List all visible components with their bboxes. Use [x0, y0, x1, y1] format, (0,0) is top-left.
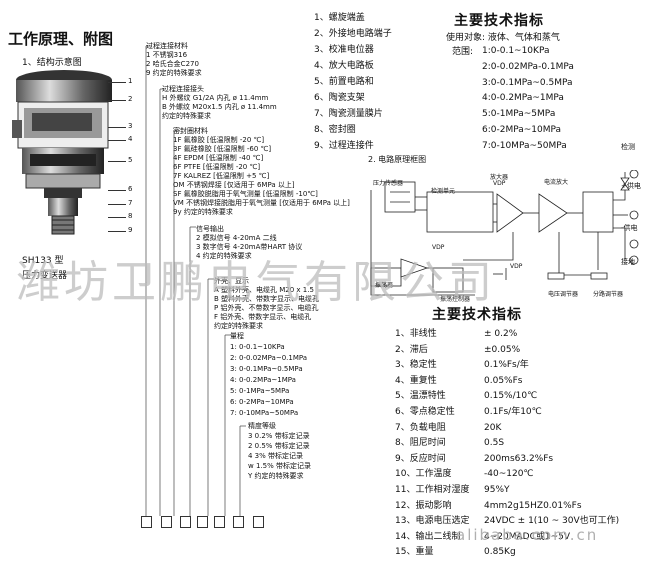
part-callout-leader: [108, 82, 126, 83]
ordering-code-tree-lines: [145, 45, 246, 516]
label-sensor: 压力传感器: [373, 180, 404, 187]
model-name: 压力变送器: [22, 271, 68, 281]
code-box-3: [180, 516, 191, 528]
label-amp: 放大器: [490, 174, 509, 181]
spec-values: ± 0.2% ±0.05% 0.1%Fs/年 0.05%Fs 0.15%/10℃…: [484, 329, 620, 558]
part-callout-leader: [108, 140, 126, 141]
label-vdp2: VDP: [432, 244, 445, 251]
part-callout-8: 8: [128, 212, 133, 220]
code-box-6: [233, 516, 244, 528]
part-callout-leader: [108, 161, 126, 162]
group6: 量程 1: 0-0.1~10KPa 2: 0-0.02MPa~0.1MPa 3:…: [230, 332, 308, 417]
parts-list: 1、螺旋端盖 2、外接地电路端子 3、校准电位器 4、放大电路板 5、前置电路和…: [314, 13, 392, 151]
label-zero: 分路调节器: [593, 291, 624, 298]
part-callout-leader: [108, 217, 126, 218]
group2: 过程连接接头 H 外螺纹 G1/2A 内孔 ø 11.4mm B 外螺纹 M20…: [162, 85, 277, 120]
label-vdp3: VDP: [510, 263, 523, 270]
label-supply-neg: -供电: [621, 224, 638, 232]
part-callout-leader: [108, 204, 126, 205]
label-oscillator: 振荡器: [375, 282, 394, 289]
range-label: 范围:: [452, 47, 474, 57]
code-box-4: [197, 516, 208, 528]
spec-labels: 1、非线性 2、滞后 3、稳定性 4、重复性 5、温漂特性 6、零点稳定性 7、…: [395, 329, 470, 558]
group4: 信号输出 2 模拟信号 4-20mA 二线 3 数字信号 4-20mA带HART…: [196, 225, 303, 260]
label-current-amp: 电流放大: [544, 179, 569, 186]
watermark-url: alibaba.com.cn: [456, 526, 599, 544]
part-callout-leader: [108, 127, 126, 128]
code-box-5: [214, 516, 225, 528]
part-callout-9: 9: [128, 226, 133, 234]
circuit-diagram: [370, 170, 639, 296]
part-callout-1: 1: [128, 77, 133, 85]
label-detect-out: 检测: [621, 143, 635, 151]
label-supply-pos: +供电: [621, 182, 641, 190]
structure-subheading: 1、结构示意图: [22, 58, 82, 68]
code-box-1: [141, 516, 152, 528]
part-callout-leader: [108, 231, 126, 232]
group1: 过程连接材料 1 不锈钢316 2 哈氏合金C270 9 约定的特殊要求: [146, 42, 202, 77]
label-ground: 接地: [621, 258, 635, 266]
group7: 精度等级 3 0.2% 带标定记录 2 0.5% 带标定记录 4 3% 带标定记…: [248, 422, 311, 480]
code-box-2: [161, 516, 172, 528]
part-callout-6: 6: [128, 185, 133, 193]
part-callout-2: 2: [128, 95, 133, 103]
tech-heading-1: 主要技术指标: [454, 13, 544, 29]
range-list: 1:0-0.1~10KPa 2:0-0.02MPa-0.1MPa 3:0-0.1…: [482, 46, 574, 151]
label-vdp1: VDP: [493, 180, 506, 187]
part-callout-7: 7: [128, 199, 133, 207]
part-callout-5: 5: [128, 156, 133, 164]
page-heading: 工作原理、附图: [8, 30, 114, 48]
part-callout-leader: [108, 100, 126, 101]
watermark-company: 潍坊卫鹏电气有限公司: [16, 257, 496, 308]
code-box-7: [253, 516, 264, 528]
label-detect: 检测单元: [431, 188, 456, 195]
part-callout-leader: [108, 190, 126, 191]
group3: 密封圈材料 1F 氟橡胶 [低温限制 -20 ℃] 3F 氟硅橡胶 [低温限制 …: [173, 127, 350, 216]
label-pot: 电压调节器: [548, 291, 579, 298]
tech-heading-2: 主要技术指标: [432, 307, 522, 323]
part-callout-3: 3: [128, 122, 133, 130]
label-osc-ctrl: 振荡控制器: [440, 296, 471, 303]
part-callout-4: 4: [128, 135, 133, 143]
usage-row: 使用对象: 液体、气体和蒸气: [446, 33, 560, 43]
transmitter-structure-drawing: [12, 70, 112, 235]
group5: 外壳、显示 A 塑料外壳、电缆孔 M20 x 1.5 B 塑料外壳、带数字显示、…: [214, 277, 320, 330]
model-label: SH133 型: [22, 256, 64, 266]
diagram-title: 2. 电路原理框图: [368, 155, 427, 164]
